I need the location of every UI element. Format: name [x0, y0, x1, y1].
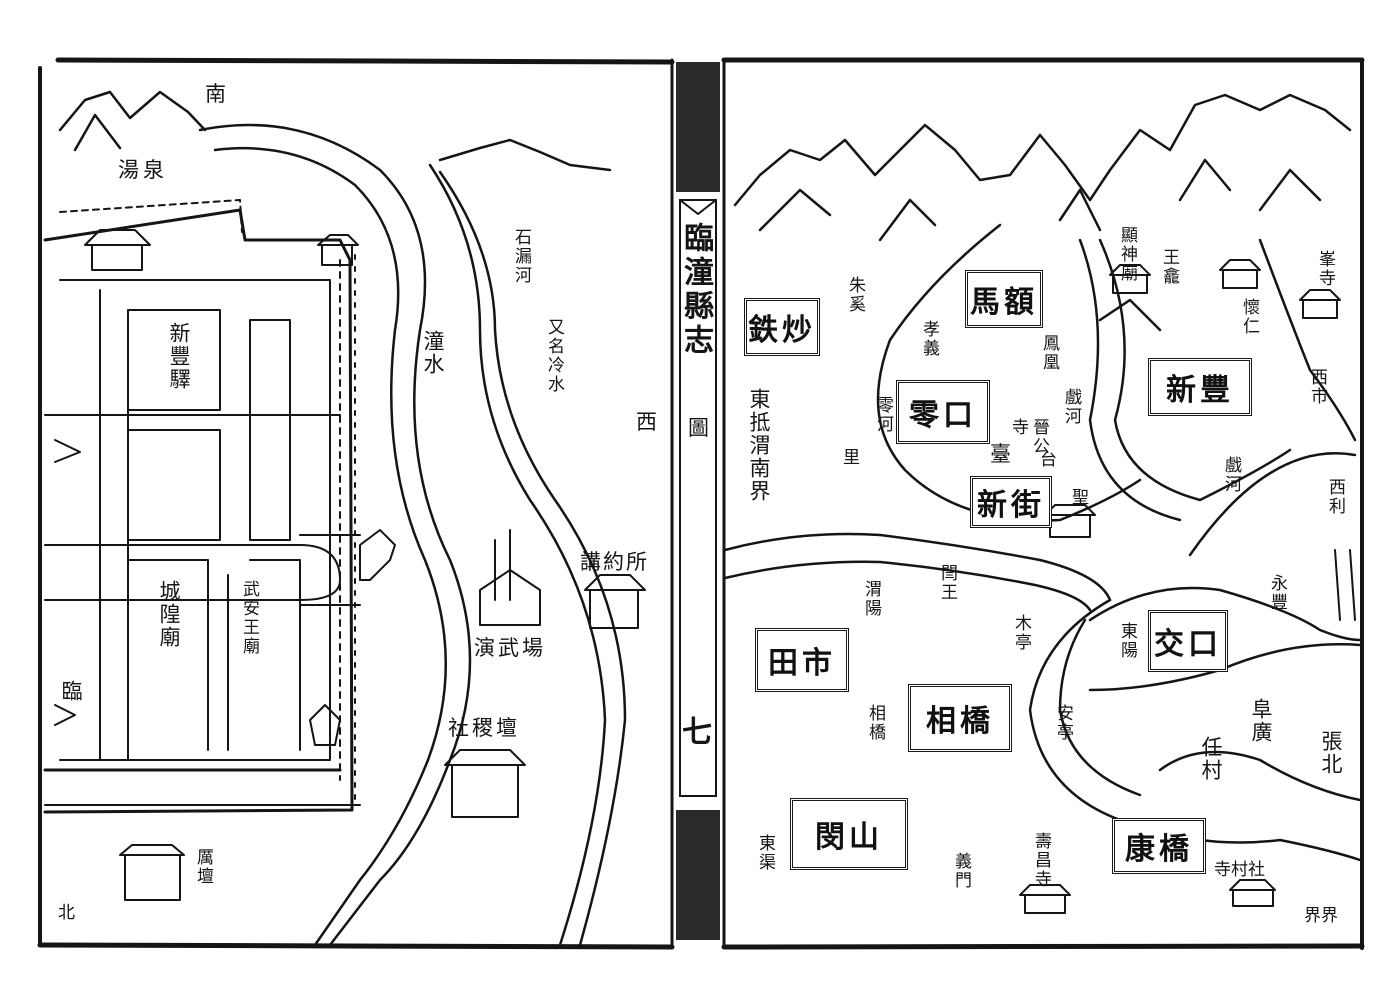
post-station-label: 新豐驛: [167, 322, 191, 391]
east-border-label: 東抵渭南界: [747, 388, 771, 503]
yimen-label: 義門: [951, 852, 971, 890]
west-field-label: 西利: [1325, 478, 1345, 516]
temple-village-label: 寺村社: [1214, 860, 1265, 880]
town-xiangqiao: 相橋: [908, 684, 1012, 752]
book-spine: [676, 62, 720, 940]
peak-temple-label: 峯寺: [1315, 250, 1335, 288]
map-char: 圖: [688, 416, 709, 440]
wang-pavilion-label: 王龕: [1159, 248, 1179, 286]
xiaoyi-label: 孝義: [919, 320, 939, 358]
direction-north: 北: [58, 903, 75, 923]
town-maling: 馬額: [965, 270, 1043, 328]
li-label: 里: [839, 448, 859, 467]
xi-river-label: 戲河: [1061, 388, 1081, 426]
left-structures: [119, 529, 646, 901]
west-market-label: 西市: [1307, 368, 1327, 406]
city-buildings: [54, 229, 396, 746]
muting-label: 木亭: [1011, 614, 1031, 652]
also-named-label: 又名冷水: [544, 318, 564, 394]
altar-bottom-label: 厲壇: [193, 848, 213, 886]
boundary-label: 界界: [1304, 906, 1338, 926]
temple-site-label: 寺: [1012, 418, 1029, 438]
mantou-label: 聖: [1072, 488, 1089, 508]
left-rivers: [198, 123, 627, 947]
town-god-temple-label: 城隍廟: [157, 580, 181, 649]
ling-river-label: 零河: [873, 396, 893, 434]
wuan-temple-label: 武安王廟: [239, 580, 259, 656]
ruins-label: 臺: [990, 442, 1011, 466]
fenghuang-label: 鳳凰: [1039, 334, 1059, 372]
drill-ground-label: 演武場: [474, 636, 546, 660]
dongyang-label: 東陽: [1117, 622, 1137, 660]
zhuxi-label: 朱奚: [845, 276, 865, 314]
gate-label: 閆王: [937, 564, 957, 602]
altar-label: 社稷壇: [448, 716, 520, 740]
town-tiechao: 鉄炒: [744, 298, 820, 356]
direction-south: 南: [205, 82, 226, 106]
right-structures: [1019, 259, 1356, 914]
city-streets: [44, 289, 361, 761]
west-mark: 西: [636, 410, 657, 434]
yanshen-temple-label: 顯神廟: [1117, 226, 1137, 283]
town-lingkou: 零口: [896, 380, 990, 444]
town-jiaokou: 交口: [1148, 610, 1228, 672]
dongqu-label: 東渠: [755, 834, 775, 872]
right-mountains: [733, 93, 1352, 332]
city-wall: [43, 199, 361, 814]
yongfeng-label: 永豐: [1267, 574, 1287, 612]
page-number: 七: [682, 715, 716, 750]
town-tianshi: 田市: [755, 628, 849, 692]
book-title: 臨潼縣志: [678, 222, 713, 358]
lecture-hall-label: 講約所: [580, 550, 649, 574]
lin-partial-label: 臨: [59, 680, 83, 703]
tong-river-label: 潼水: [421, 330, 445, 376]
shilou-river-label: 石漏河: [511, 228, 531, 285]
xi-river-east-label: 戲河: [1221, 456, 1241, 494]
rencun-label: 任村: [1199, 736, 1223, 782]
town-xinjie: 新街: [970, 476, 1052, 528]
town-kangqiao: 康橋: [1112, 818, 1206, 874]
anting-label: 安亭: [1053, 704, 1073, 742]
town-guanshan: 閔山: [790, 798, 908, 870]
xiangqiao-small-label: 相橋: [865, 704, 885, 742]
page-frames: [37, 57, 1365, 950]
fuguang-label: 阜廣: [1249, 698, 1273, 744]
weiyang-label: 渭陽: [861, 580, 881, 618]
tower-label: 台: [1040, 450, 1057, 470]
huairen-label: 懷仁: [1239, 298, 1259, 336]
zhangbei-label: 張北: [1319, 730, 1343, 776]
left-mountains: [58, 90, 612, 172]
hot-spring-label: 湯泉: [118, 158, 168, 182]
town-xinfeng: 新豐: [1148, 358, 1252, 416]
jinggong-label: 晉公: [1029, 418, 1049, 456]
shouchang-temple-label: 壽昌寺: [1031, 832, 1051, 889]
